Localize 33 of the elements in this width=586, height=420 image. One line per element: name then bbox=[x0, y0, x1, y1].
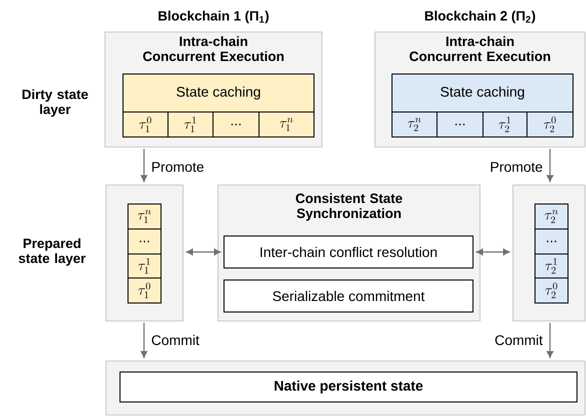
arrow bbox=[546, 148, 554, 182]
state-cell: $\tau_2^0$ bbox=[526, 112, 574, 138]
edge-label: Commit bbox=[152, 334, 200, 346]
stack-cell: $\tau_1^0$ bbox=[128, 277, 162, 304]
edge-label: Promote bbox=[491, 162, 542, 172]
stack-cell: $\tau_2^n$ bbox=[534, 204, 568, 230]
stack-cell: ... bbox=[534, 228, 568, 254]
state-cell: $\tau_1^0$ bbox=[122, 112, 168, 138]
stack-cell: $\tau_2^0$ bbox=[534, 277, 568, 304]
edge-label: Promote bbox=[152, 162, 204, 172]
layer-label: Prepared state layer bbox=[18, 238, 86, 266]
state-cell: $\tau_1^1$ bbox=[168, 112, 214, 138]
layer-label: Dirty state layer bbox=[22, 89, 88, 117]
arrow bbox=[140, 148, 148, 182]
process-box: Serializable commitment bbox=[224, 280, 474, 312]
process-box: Inter-chain conflict resolution bbox=[224, 235, 474, 268]
stack-cell: $\tau_1^1$ bbox=[128, 253, 162, 278]
chain-title: Blockchain 2 (Π$_{2}$) bbox=[425, 10, 536, 24]
state-cell: ... bbox=[212, 112, 260, 138]
arrow bbox=[186, 248, 221, 256]
arrow bbox=[140, 322, 148, 358]
chain-title: Blockchain 1 (Π$_{1}$) bbox=[158, 10, 269, 24]
state-cell: $\tau_2^n$ bbox=[392, 112, 438, 138]
state-cell: $\tau_2^1$ bbox=[482, 112, 528, 138]
state-cell: ... bbox=[436, 112, 484, 138]
stack-cell: $\tau_1^n$ bbox=[128, 204, 162, 230]
arrow bbox=[476, 248, 510, 256]
stack-cell: $\tau_2^1$ bbox=[534, 253, 568, 278]
edge-label: Commit bbox=[495, 334, 543, 346]
state-cell: $\tau_1^n$ bbox=[258, 112, 314, 138]
storage-box: Native persistent state bbox=[120, 371, 578, 402]
arrow bbox=[546, 322, 554, 358]
stack-cell: ... bbox=[128, 228, 162, 254]
